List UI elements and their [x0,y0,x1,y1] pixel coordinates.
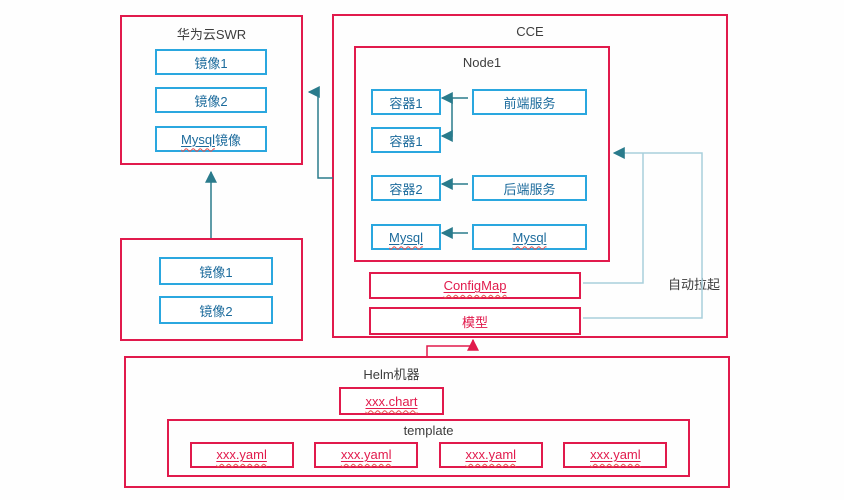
yaml-box-4: xxx.yaml [563,441,668,468]
local-image2-label: 镜像2 [199,303,233,319]
helm-box: Helm机器 xxx.chart template xxx.yaml xxx.y… [124,356,730,488]
mysql-container-label: Mysql [389,229,423,245]
mysql-service-label: Mysql [512,229,547,245]
configmap-label: ConfigMap [443,278,507,293]
yaml4-label: xxx.yaml [590,447,641,462]
cce-title: CCE [516,24,544,39]
template-box: template xxx.yaml xxx.yaml xxx.yaml xxx.… [167,419,690,477]
swr-image1-box: 镜像1 [155,49,267,75]
swr-mysql-image-en: Mysql [181,131,215,147]
frontend-service-label: 前端服务 [503,95,556,111]
local-image1-label: 镜像1 [199,264,233,280]
frontend-service-box: 前端服务 [472,89,587,115]
container1b-box: 容器1 [371,127,441,153]
auto-pull-label: 自动拉起 [667,274,722,293]
swr-image1-label: 镜像1 [194,55,228,71]
swr-image2-label: 镜像2 [194,93,228,109]
container1a-label: 容器1 [389,95,423,111]
local-registry-box: 镜像1 镜像2 [120,238,303,341]
mysql-container-box: Mysql [371,224,441,250]
model-box: 模型 [369,307,581,335]
yaml2-label: xxx.yaml [340,447,392,462]
swr-title: 华为云SWR [176,27,247,42]
helm-title: Helm机器 [363,367,420,382]
arrow-cce-to-swr [307,86,333,179]
swr-mysql-image-cn: 镜像 [214,132,241,148]
local-image2-box: 镜像2 [159,296,273,324]
yaml-box-3: xxx.yaml [438,441,543,468]
backend-service-label: 后端服务 [503,181,556,197]
cce-box: CCE Node1 容器1 容器1 容器2 Mysql 前端服务 后端服务 [332,14,728,338]
node1-title: Node1 [462,55,502,70]
yaml1-label: xxx.yaml [216,447,267,462]
yaml-row: xxx.yaml xxx.yaml xxx.yaml xxx.yaml [169,438,688,475]
configmap-box: ConfigMap [369,272,581,299]
yaml-box-2: xxx.yaml [314,441,419,468]
model-label: 模型 [461,314,488,330]
node1-box: Node1 容器1 容器1 容器2 Mysql 前端服务 后端服务 Mysql [354,46,610,262]
container1b-label: 容器1 [389,133,423,149]
arrow-helm-to-model [426,338,479,356]
helm-chart-label: xxx.chart [365,393,418,409]
yaml-box-1: xxx.yaml [189,441,294,468]
mysql-service-box: Mysql [472,224,587,250]
backend-service-box: 后端服务 [472,175,587,201]
yaml3-label: xxx.yaml [465,447,517,462]
swr-image2-box: 镜像2 [155,87,267,113]
template-title: template [403,423,454,438]
container2-box: 容器2 [371,175,441,201]
helm-chart-box: xxx.chart [339,387,444,415]
local-image1-box: 镜像1 [159,257,273,285]
container2-label: 容器2 [389,181,423,197]
container1a-box: 容器1 [371,89,441,115]
